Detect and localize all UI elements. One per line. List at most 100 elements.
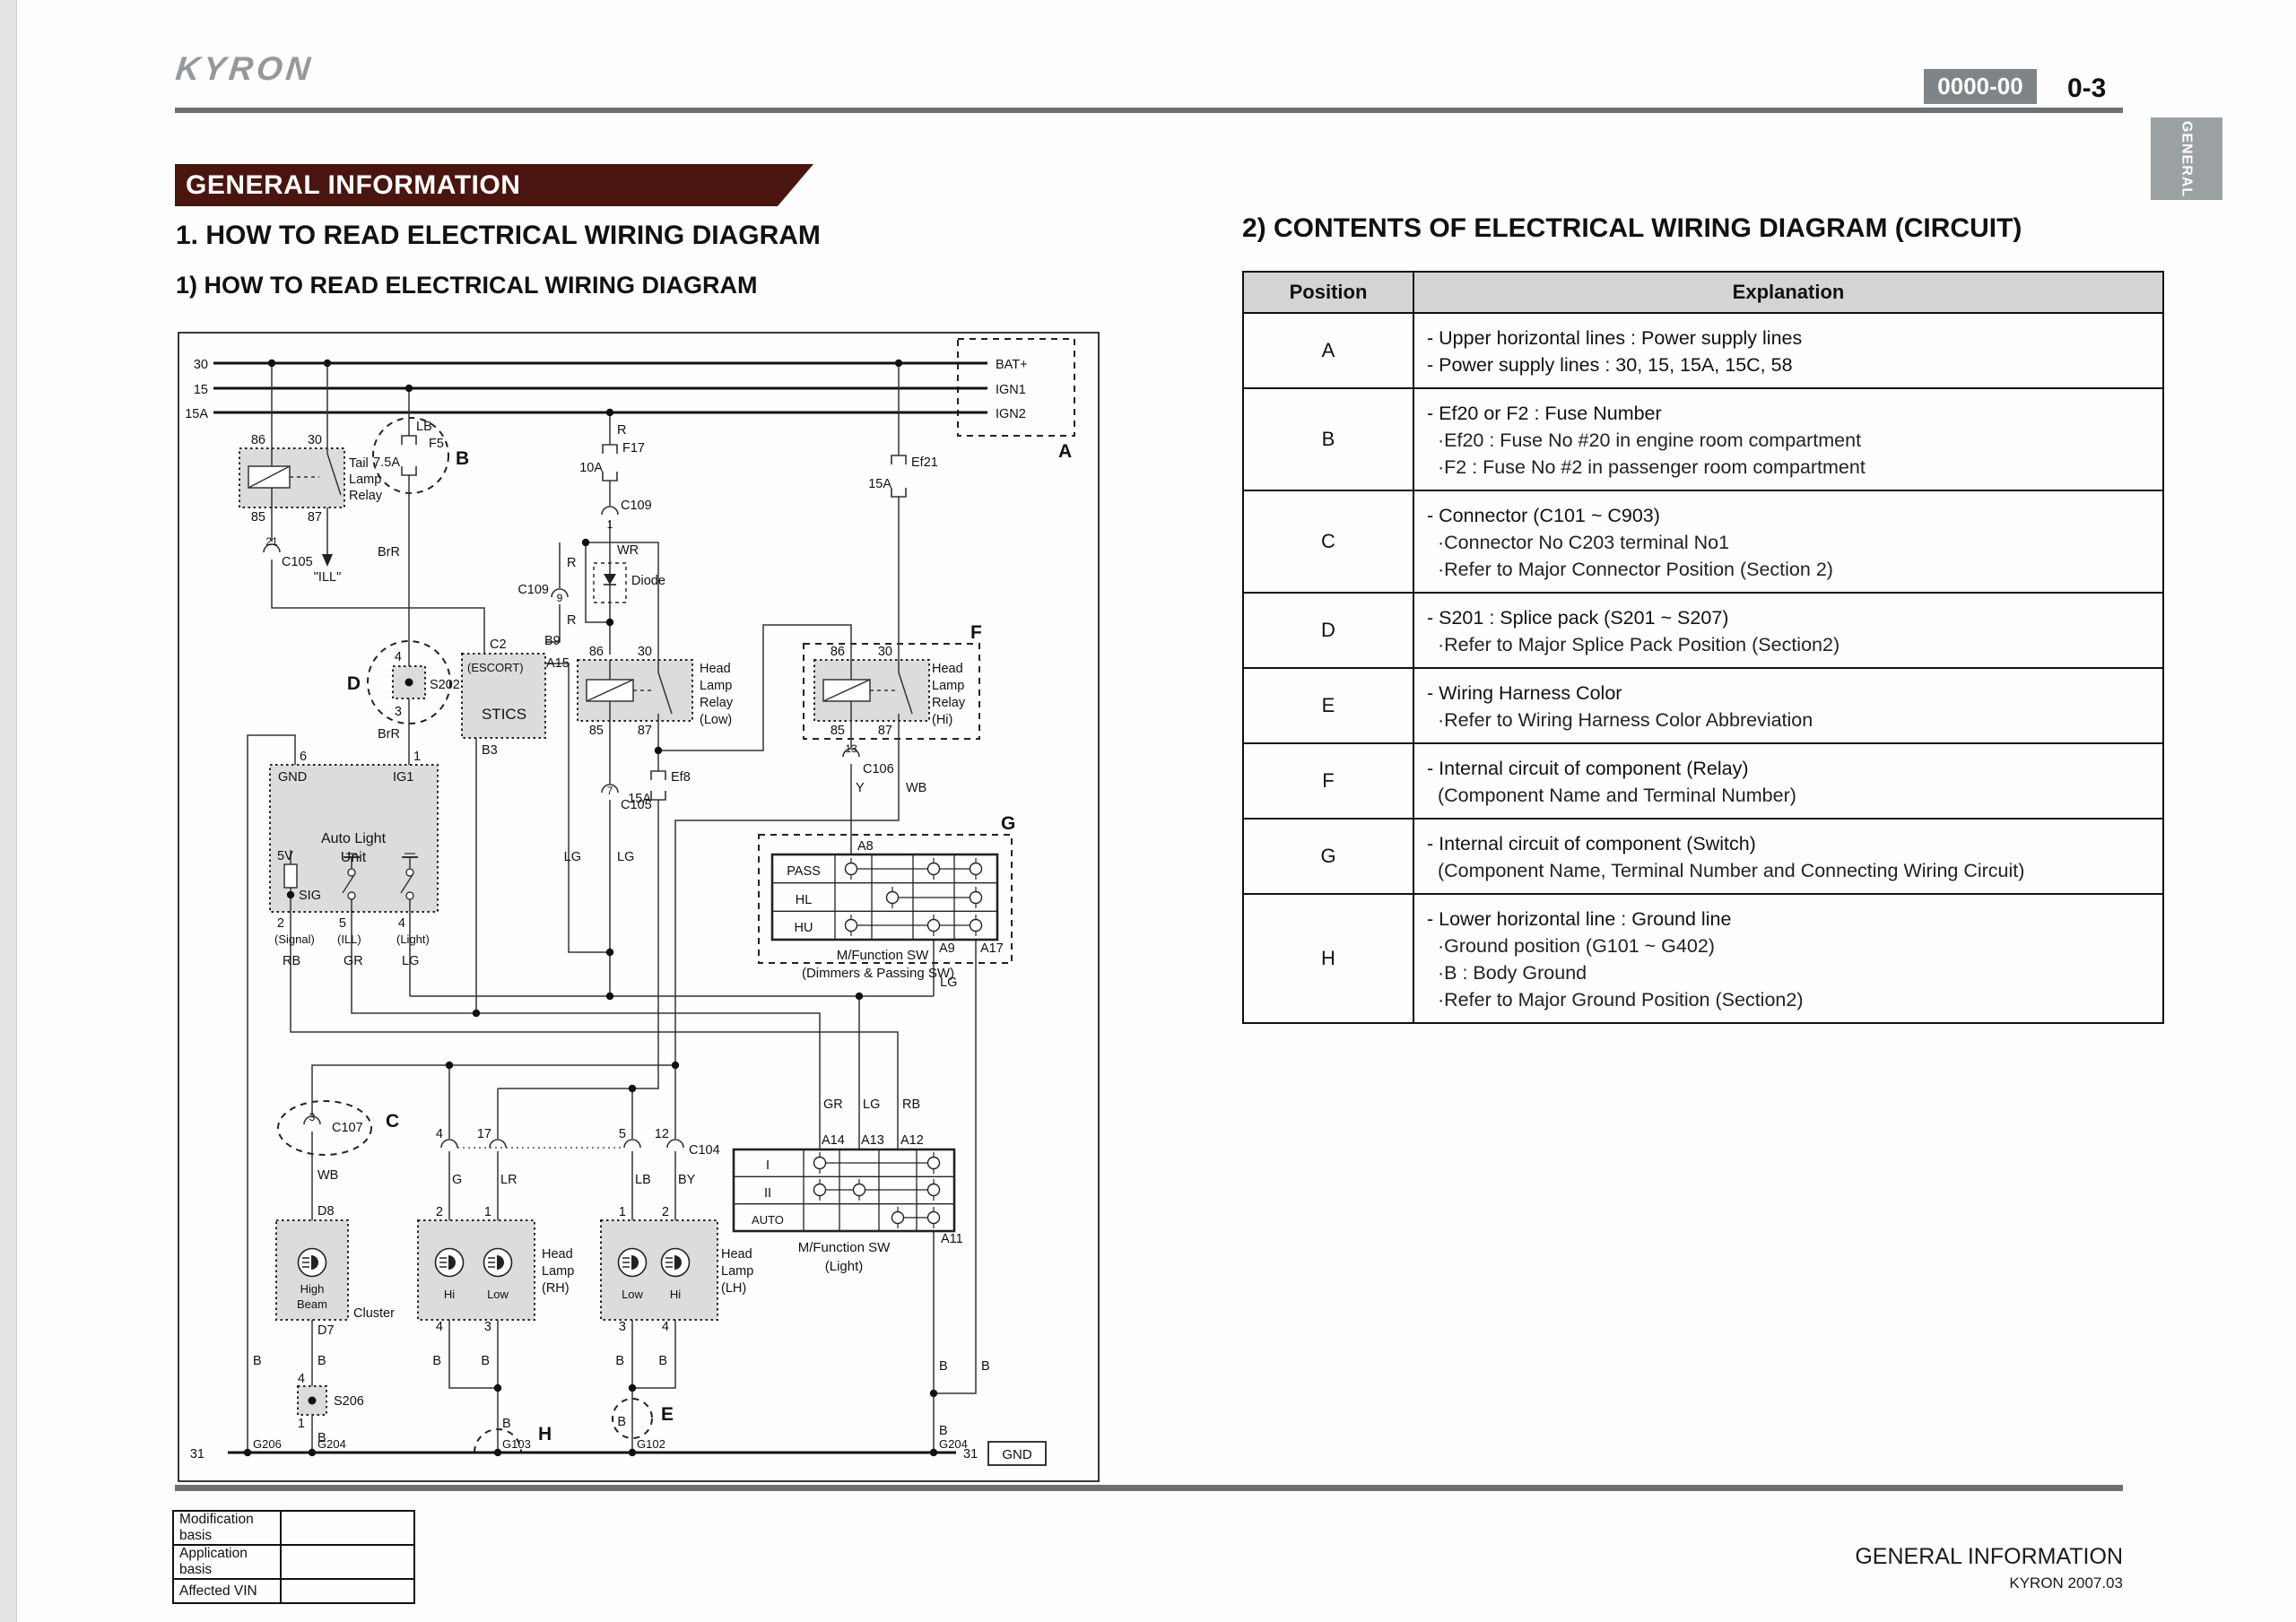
diagram-label: 17 [477, 1127, 491, 1141]
diagram-label: A [1058, 441, 1072, 462]
diagram-label: D8 [317, 1204, 335, 1219]
diagram-label: 1 [484, 1205, 491, 1219]
misc-symbols [283, 554, 1047, 1466]
diagram-label: A9 [939, 941, 955, 956]
diagram-label: G206 [253, 1437, 282, 1451]
diagram-label: A11 [941, 1232, 963, 1246]
position-cell: D [1242, 592, 1414, 669]
diagram-label: 5 [619, 1127, 626, 1141]
diagram-label: B [317, 1431, 326, 1445]
explanation-cell: - Lower horizontal line : Ground line ·Gr… [1413, 893, 2164, 1024]
diagram-label: F [970, 622, 982, 643]
position-cell: B [1242, 387, 1414, 491]
diagram-label: IG1 [393, 770, 413, 785]
revision-row: Application basis [172, 1544, 415, 1580]
diagram-label: 4 [436, 1320, 443, 1334]
diagram-label: Lamp [700, 679, 732, 693]
power-lines [213, 361, 987, 1454]
diagram-border [178, 332, 1100, 1482]
diagram-label: A17 [980, 941, 1004, 956]
explanation-cell: - Upper horizontal lines : Power supply … [1413, 312, 2164, 389]
diagram-label: 13 [845, 742, 857, 755]
diagram-label: High [300, 1282, 325, 1296]
bulbs [297, 1247, 691, 1278]
diagram-label: B [617, 1415, 626, 1429]
diagram-label: Diode [631, 574, 665, 588]
diagram-label: Head [700, 662, 731, 676]
diagram-label: 7.5A [373, 455, 400, 470]
diagram-label: HL [796, 893, 813, 907]
diagram-label: 1 [298, 1417, 305, 1431]
diagram-label: (Signal) [274, 932, 315, 946]
diagram-label: R [617, 423, 626, 438]
diagram-label: LG [863, 1097, 880, 1112]
diagram-label: GR [823, 1097, 843, 1112]
diagram-label: Tail [349, 456, 369, 471]
position-cell: H [1242, 893, 1414, 1024]
diagram-label: A15 [546, 656, 570, 671]
diagram-label: IGN1 [996, 383, 1026, 397]
component-boxes [239, 447, 930, 1416]
explanation-line: ·Refer to Major Ground Position (Section… [1438, 989, 1804, 1010]
diagram-label: 3 [309, 1111, 316, 1123]
diagram-label: Y [856, 781, 865, 795]
diagram-label: D [347, 673, 361, 694]
diagram-label: 30 [194, 358, 208, 372]
table-row: B- Ef20 or F2 : Fuse Number·Ef20 : Fuse … [1242, 387, 2164, 491]
diagram-label: 4 [398, 916, 405, 931]
position-cell: F [1242, 742, 1414, 820]
diagram-label: 1 [413, 750, 421, 764]
diagram-label: B [658, 1354, 667, 1368]
diagram-label: B [253, 1354, 262, 1368]
footer-rule [175, 1485, 2123, 1491]
diagram-label: GND [1002, 1447, 1032, 1462]
diagram-label: LG [402, 954, 419, 968]
revision-row: Affected VIN [172, 1578, 415, 1604]
diagram-label: Hi [670, 1288, 681, 1301]
diagram-label: A14 [822, 1133, 845, 1148]
explanation-line: - Internal circuit of component (Relay) [1427, 758, 1749, 779]
diagram-label: Lamp [349, 473, 381, 487]
table-row: D- S201 : Splice pack (S201 ~ S207)·Refe… [1242, 592, 2164, 669]
diagram-label: S206 [334, 1394, 364, 1409]
diagram-label: D7 [317, 1323, 335, 1338]
diagram-label: 87 [638, 724, 652, 738]
diagram-label: 4 [298, 1372, 305, 1386]
section-banner: GENERAL INFORMATION [175, 164, 813, 206]
diagram-label: C109 [621, 499, 652, 513]
diagram-label: A8 [857, 839, 874, 854]
diagram-label: 1 [607, 518, 613, 531]
diagram-label: 5 [339, 916, 346, 931]
diagram-label: PASS [787, 864, 821, 879]
diagram-label: G [1001, 813, 1015, 834]
explanation-line: - Upper horizontal lines : Power supply … [1427, 327, 1803, 349]
explanation-line: ·Ground position (G101 ~ G402) [1438, 935, 1715, 957]
explanation-line: ·Refer to Wiring Harness Color Abbreviat… [1438, 709, 1813, 731]
explanation-line: - Internal circuit of component (Switch) [1427, 833, 1756, 854]
diagram-label: 85 [589, 724, 604, 738]
diagram-label: B [456, 448, 469, 469]
diagram-label: G204 [939, 1437, 968, 1451]
explanation-line: - Lower horizontal line : Ground line [1427, 908, 1732, 930]
fuse-symbols [401, 435, 907, 801]
diagram-label: 2 [277, 916, 284, 931]
explanation-line: ·F2 : Fuse No #2 in passenger room compa… [1438, 456, 1866, 478]
diagram-label: Head [721, 1247, 752, 1262]
diagram-label: 5V [277, 849, 293, 863]
diagram-label: WR [617, 543, 639, 558]
diagram-label: C109 [517, 583, 549, 597]
diagram-label: 4 [662, 1320, 669, 1334]
header-rule [175, 108, 2123, 113]
diagram-label: C105 [621, 798, 652, 812]
diagram-label: Lamp [932, 679, 964, 693]
diagram-label: R [567, 556, 576, 570]
diagram-label: Lamp [721, 1264, 753, 1279]
side-tab-label: GENERAL [2179, 120, 2195, 198]
explanation-cell: - Wiring Harness Color·Refer to Wiring H… [1413, 667, 2164, 744]
diagram-label: II [764, 1186, 771, 1201]
explanation-line: - Power supply lines : 30, 15, 15A, 15C,… [1427, 354, 1793, 376]
diagram-label: BrR [378, 545, 400, 559]
diagram-label: Beam [297, 1297, 327, 1311]
diagram-label: 21 [265, 535, 278, 548]
